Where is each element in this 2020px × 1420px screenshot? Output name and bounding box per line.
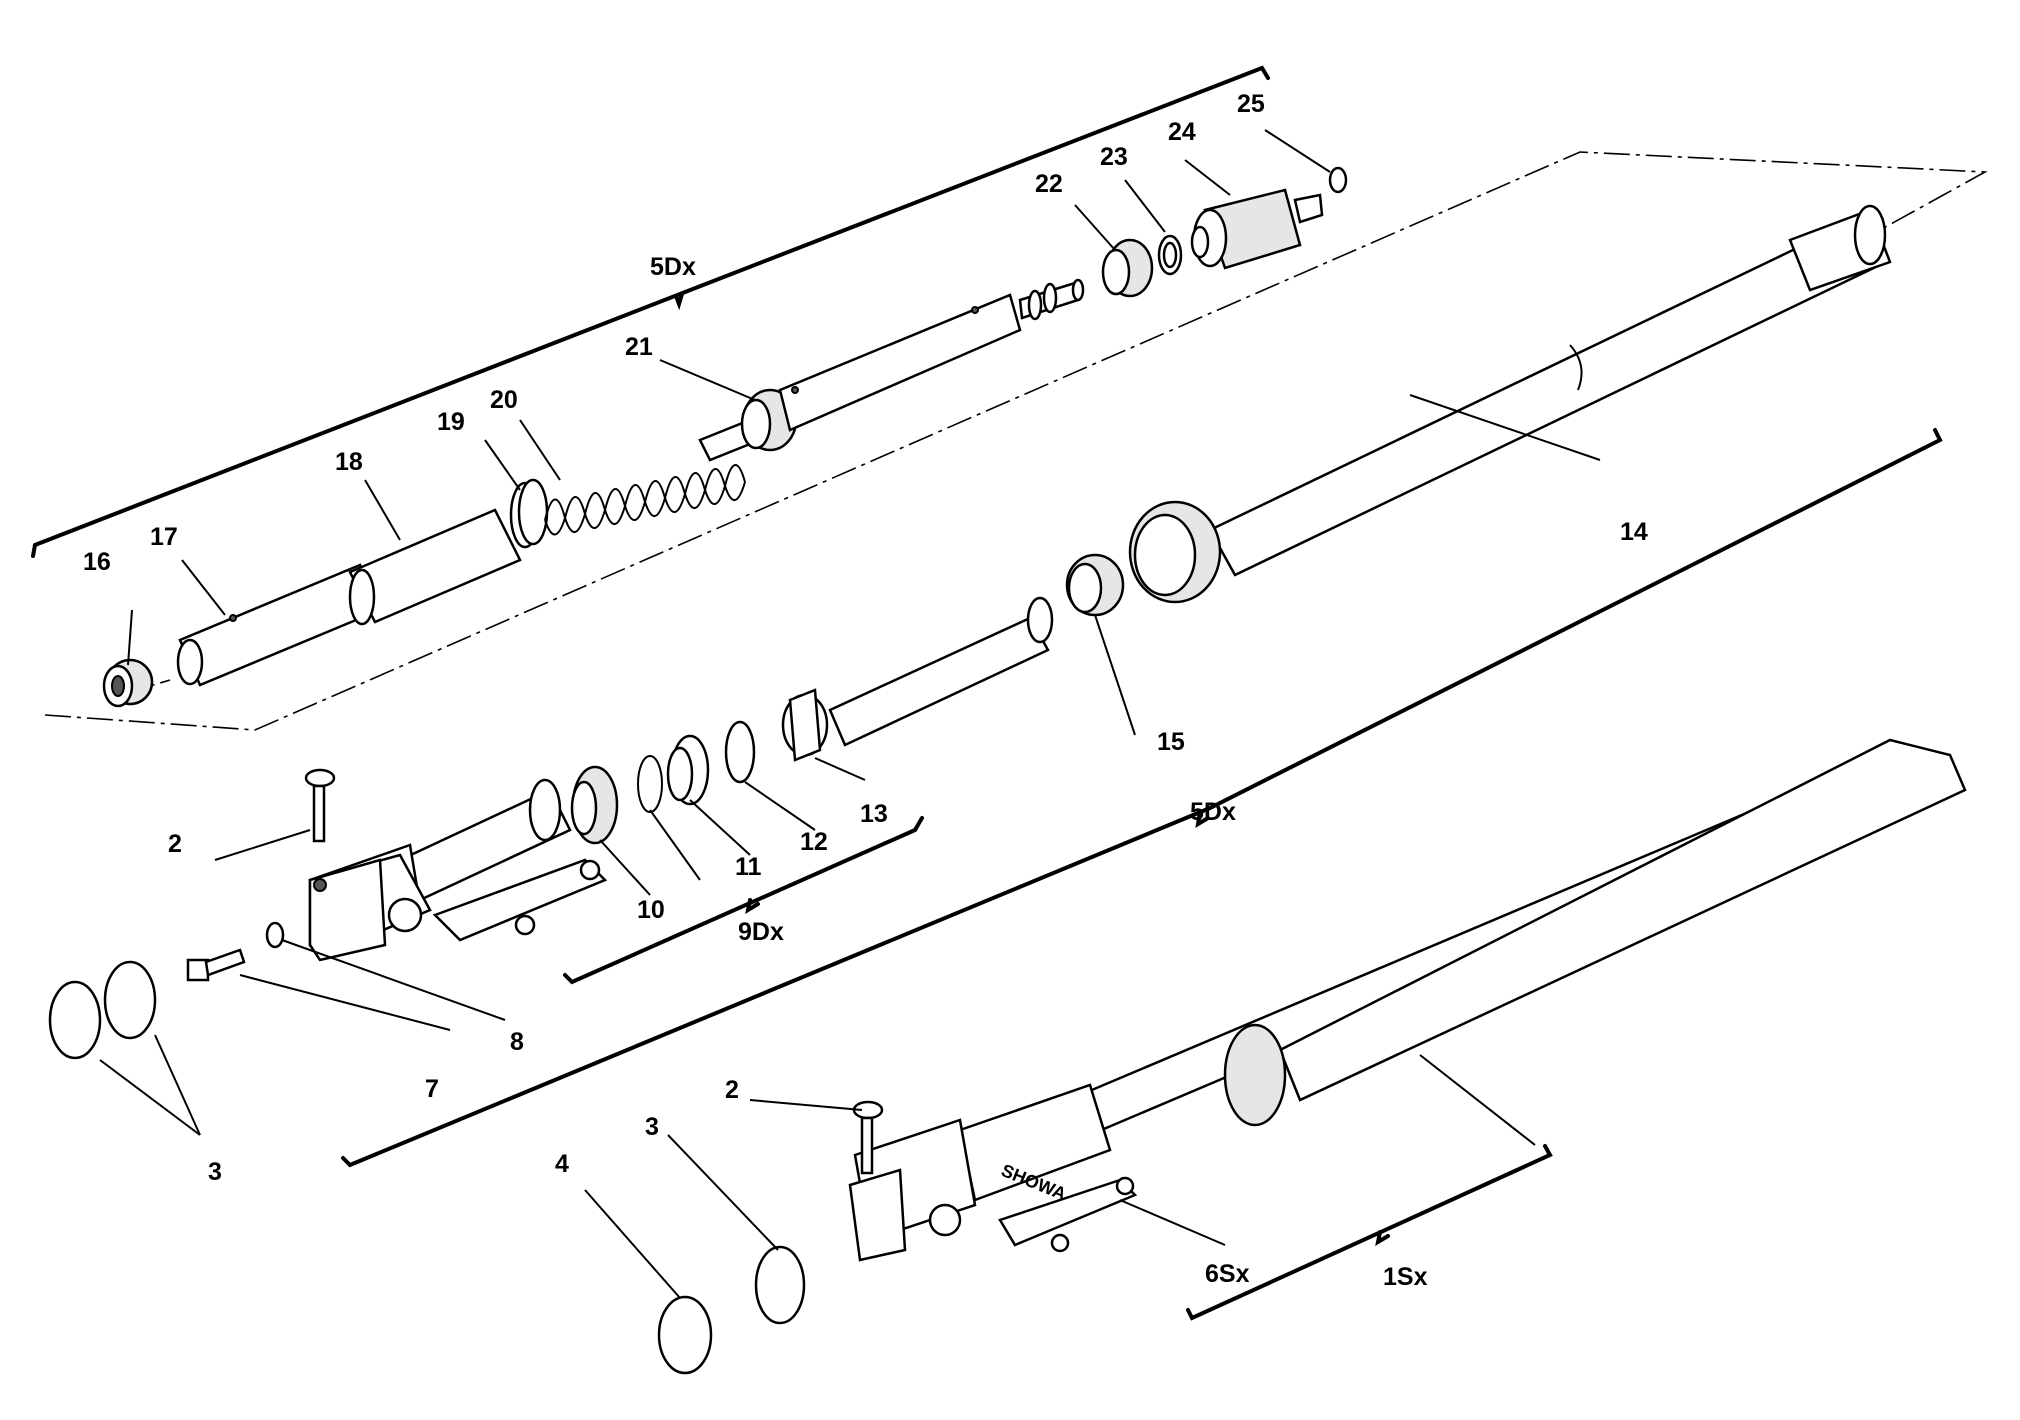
bush-15 (1065, 553, 1125, 617)
clamps-3-left (48, 960, 157, 1060)
spring-20 (544, 464, 746, 536)
label-4: 4 (555, 1150, 569, 1178)
label-9Dx: 9Dx (738, 918, 784, 946)
label-2-low: 2 (725, 1076, 739, 1104)
washer-8 (265, 921, 285, 949)
label-23: 23 (1100, 143, 1128, 171)
part-labels: 5Dx 25 24 23 22 21 20 19 18 17 16 14 15 … (83, 90, 1648, 1291)
label-19: 19 (437, 408, 465, 436)
damper-rod-assembly (102, 166, 1348, 708)
screw-2-mid (304, 768, 336, 843)
label-1Sx: 1Sx (1383, 1263, 1428, 1291)
clamp-4 (657, 1295, 713, 1375)
label-18: 18 (335, 448, 363, 476)
label-8: 8 (510, 1028, 524, 1056)
label-3-left: 3 (208, 1158, 222, 1186)
label-2-mid: 2 (168, 830, 182, 858)
label-17: 17 (150, 523, 178, 551)
label-3-low: 3 (645, 1113, 659, 1141)
label-13: 13 (860, 800, 888, 828)
label-20: 20 (490, 386, 518, 414)
label-25: 25 (1237, 90, 1265, 118)
label-5Dx-mid: 5Dx (1190, 798, 1236, 826)
bush-16 (102, 658, 154, 708)
label-7: 7 (425, 1075, 439, 1103)
label-6Sx: 6Sx (1205, 1260, 1250, 1288)
clamp-3-low (754, 1245, 806, 1325)
label-15: 15 (1157, 728, 1185, 756)
slider-assembly-right (308, 596, 1054, 962)
label-5Dx-top: 5Dx (650, 253, 696, 281)
label-10: 10 (637, 896, 665, 924)
bolt-7 (186, 948, 246, 982)
label-22: 22 (1035, 170, 1063, 198)
label-11: 11 (735, 853, 762, 881)
fork-tube-14 (1128, 204, 1892, 604)
leader-lines (99, 129, 1601, 1299)
group-brackets (31, 65, 1943, 1321)
fork-leg-left-1Sx: SHOWA (848, 738, 1967, 1262)
label-14: 14 (1620, 518, 1648, 546)
label-12: 12 (800, 828, 828, 856)
label-16: 16 (83, 548, 111, 576)
label-21: 21 (625, 333, 653, 361)
label-24: 24 (1168, 118, 1196, 146)
